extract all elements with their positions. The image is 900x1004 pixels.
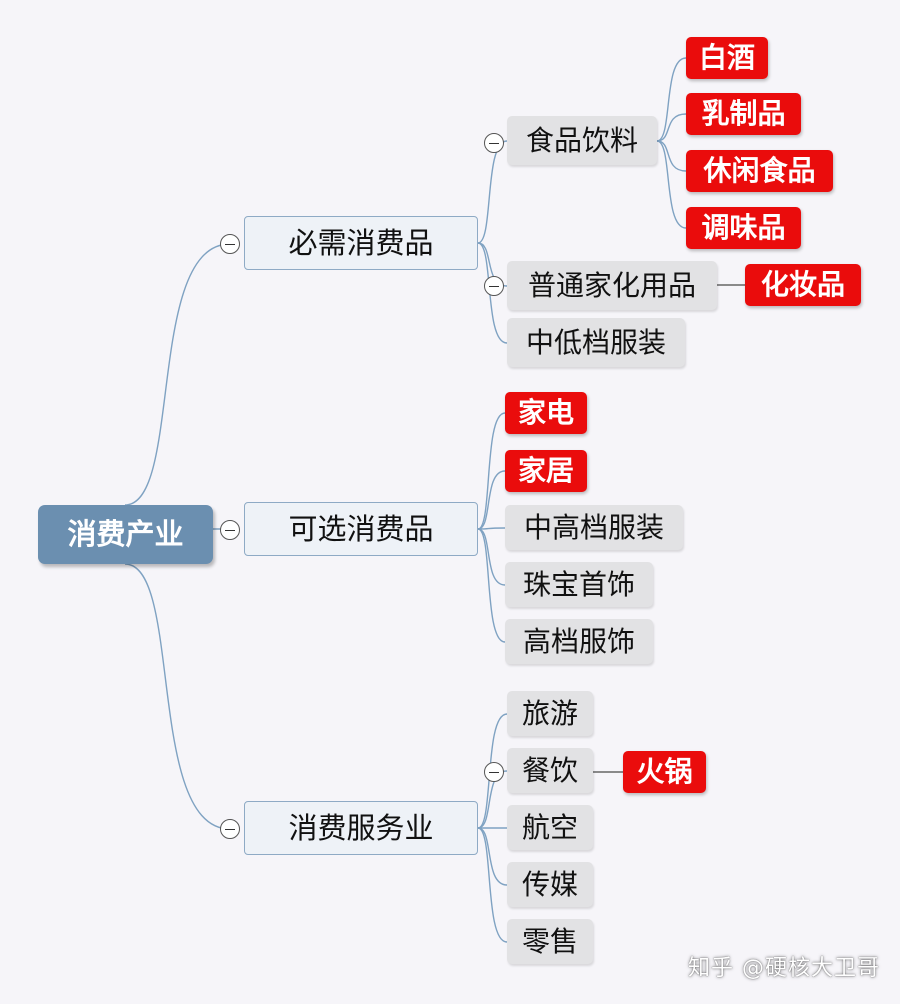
node-household-products[interactable]: 普通家化用品 bbox=[507, 261, 717, 310]
connector-line bbox=[656, 140, 687, 229]
collapse-toggle-icon[interactable] bbox=[484, 762, 504, 782]
connector-line bbox=[124, 563, 231, 830]
connector-line bbox=[477, 827, 508, 943]
node-home-furnishing[interactable]: 家居 bbox=[505, 450, 587, 492]
connector-line bbox=[477, 827, 508, 886]
collapse-toggle-icon[interactable] bbox=[220, 234, 240, 254]
node-catering[interactable]: 餐饮 bbox=[507, 748, 593, 793]
root-node[interactable]: 消费产业 bbox=[38, 505, 213, 564]
node-dairy[interactable]: 乳制品 bbox=[686, 93, 801, 135]
collapse-toggle-icon[interactable] bbox=[220, 520, 240, 540]
node-home-appliances[interactable]: 家电 bbox=[505, 392, 587, 434]
node-tourism[interactable]: 旅游 bbox=[507, 691, 593, 736]
connector-line bbox=[656, 140, 687, 172]
connector-line bbox=[477, 140, 508, 244]
node-retail[interactable]: 零售 bbox=[507, 919, 593, 964]
node-baijiu[interactable]: 白酒 bbox=[686, 37, 768, 79]
node-media[interactable]: 传媒 bbox=[507, 862, 593, 907]
collapse-toggle-icon[interactable] bbox=[484, 133, 504, 153]
collapse-toggle-icon[interactable] bbox=[220, 819, 240, 839]
category-discretionary[interactable]: 可选消费品 bbox=[244, 502, 478, 556]
node-jewelry[interactable]: 珠宝首饰 bbox=[505, 562, 653, 607]
node-mid-high-apparel[interactable]: 中高档服装 bbox=[505, 505, 683, 550]
connector-line bbox=[656, 57, 687, 142]
node-mid-low-apparel[interactable]: 中低档服装 bbox=[507, 318, 685, 367]
node-food-beverage[interactable]: 食品饮料 bbox=[507, 116, 657, 165]
node-luxury-apparel[interactable]: 高档服饰 bbox=[505, 619, 653, 664]
connector-line bbox=[477, 528, 506, 643]
connector-line bbox=[656, 113, 687, 142]
connector-line bbox=[477, 470, 506, 530]
node-snack-food[interactable]: 休闲食品 bbox=[686, 150, 833, 192]
category-necessities[interactable]: 必需消费品 bbox=[244, 216, 478, 270]
watermark: 知乎 @硬核大卫哥 bbox=[688, 956, 880, 981]
connector-line bbox=[124, 243, 231, 506]
connector-line bbox=[477, 527, 506, 530]
collapse-toggle-icon[interactable] bbox=[484, 276, 504, 296]
connector-line bbox=[477, 528, 506, 586]
node-aviation[interactable]: 航空 bbox=[507, 805, 593, 850]
node-condiments[interactable]: 调味品 bbox=[686, 207, 801, 249]
node-cosmetics[interactable]: 化妆品 bbox=[745, 264, 861, 306]
node-hotpot[interactable]: 火锅 bbox=[623, 751, 706, 793]
connector-line bbox=[477, 412, 506, 530]
category-consumer-services[interactable]: 消费服务业 bbox=[244, 801, 478, 855]
